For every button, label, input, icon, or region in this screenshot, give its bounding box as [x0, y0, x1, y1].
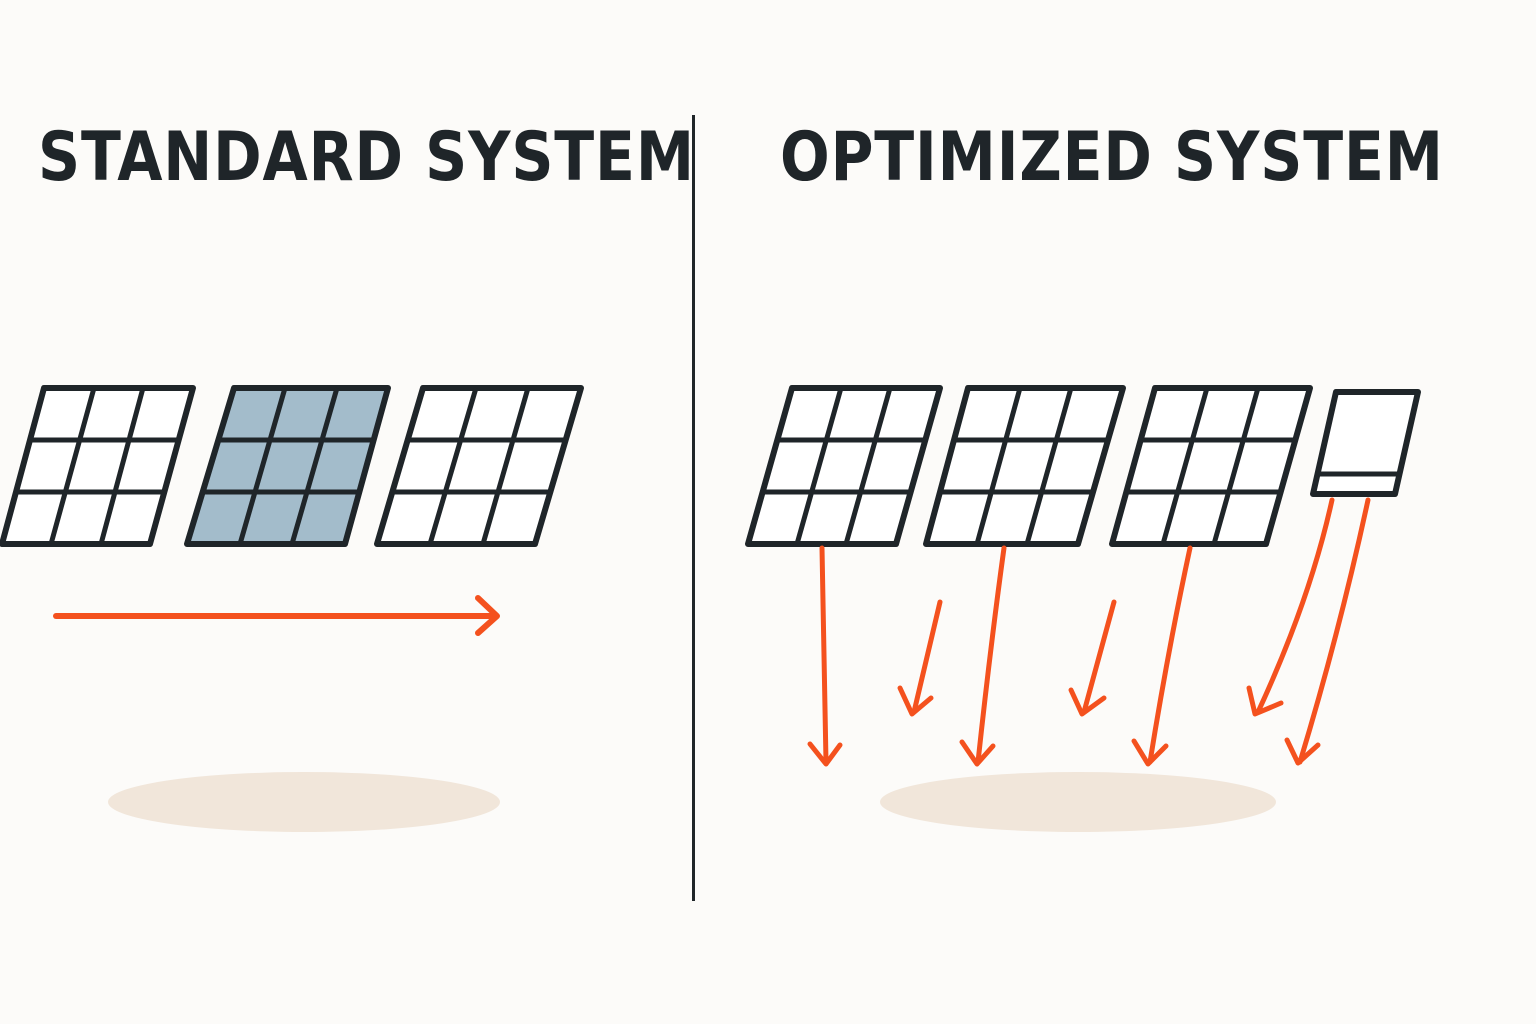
arrow-panel-3 — [1147, 545, 1193, 765]
center-divider — [692, 115, 695, 901]
optimized-panel-3 — [1109, 385, 1313, 547]
right-ground-shadow — [880, 772, 1276, 832]
optimized-output-arrows — [807, 497, 1371, 767]
series-output-arrow — [53, 595, 500, 636]
arrowhead-short-1 — [897, 685, 934, 717]
standard-panel-2-shaded — [184, 385, 391, 547]
standard-panel-3 — [374, 385, 584, 547]
arrow-panel-1 — [819, 545, 829, 765]
arrowhead-short-2 — [1068, 687, 1107, 717]
optimized-panel-2 — [923, 385, 1126, 547]
arrowhead-panel-1 — [807, 741, 843, 767]
arrowhead-optimizer-1 — [1246, 685, 1284, 717]
arrow-panel-2 — [975, 545, 1007, 765]
standard-panel-1 — [0, 385, 196, 547]
standard-system-title: STANDARD SYSTEM — [38, 118, 695, 197]
arrow-short-1 — [911, 599, 943, 715]
arrowhead-optimizer-2 — [1284, 737, 1321, 766]
arrowhead-panel-3 — [1131, 738, 1169, 767]
arrowhead-panel-2 — [959, 739, 996, 767]
arrow-optimizer-2 — [1297, 497, 1371, 765]
left-ground-shadow — [108, 772, 500, 832]
arrow-short-2 — [1081, 599, 1117, 715]
power-optimizer-box — [1310, 389, 1421, 497]
optimized-panel-1 — [745, 385, 943, 547]
optimized-system-title: OPTIMIZED SYSTEM — [780, 118, 1444, 197]
arrow-optimizer-1 — [1255, 497, 1335, 715]
